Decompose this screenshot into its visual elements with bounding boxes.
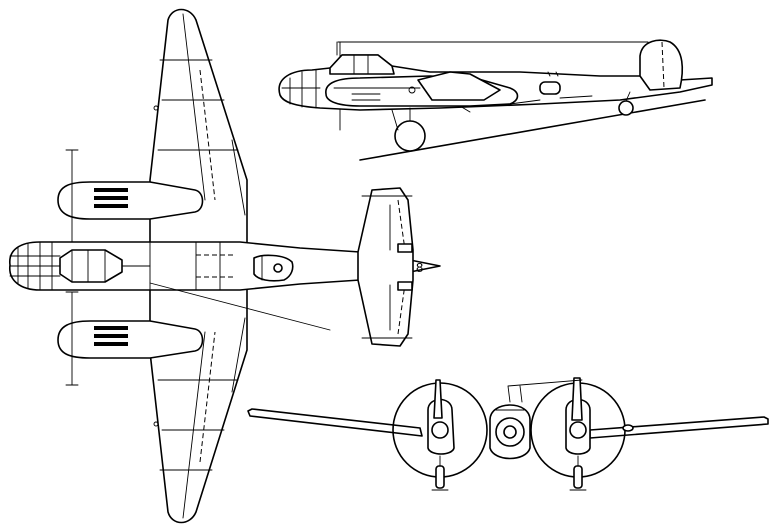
front-wing-right	[589, 416, 769, 439]
tailplane	[357, 187, 414, 347]
front-view	[247, 377, 769, 491]
side-canopy	[329, 54, 395, 75]
nacelle-lower	[57, 320, 204, 359]
plan-view: 8	[9, 8, 441, 524]
tail-wheel	[618, 100, 634, 116]
ground-line	[359, 99, 706, 161]
plan-fuselage	[9, 241, 441, 291]
exhaust-stacks-lower	[94, 326, 128, 346]
exhaust-stacks-upper	[94, 188, 128, 208]
front-wing-left	[247, 408, 423, 437]
main-wheel	[394, 120, 426, 152]
nacelle-upper	[57, 181, 204, 220]
plan-canopy	[59, 249, 123, 283]
fin-number: 8	[416, 260, 423, 275]
side-view	[278, 39, 713, 161]
side-fin	[639, 39, 684, 91]
